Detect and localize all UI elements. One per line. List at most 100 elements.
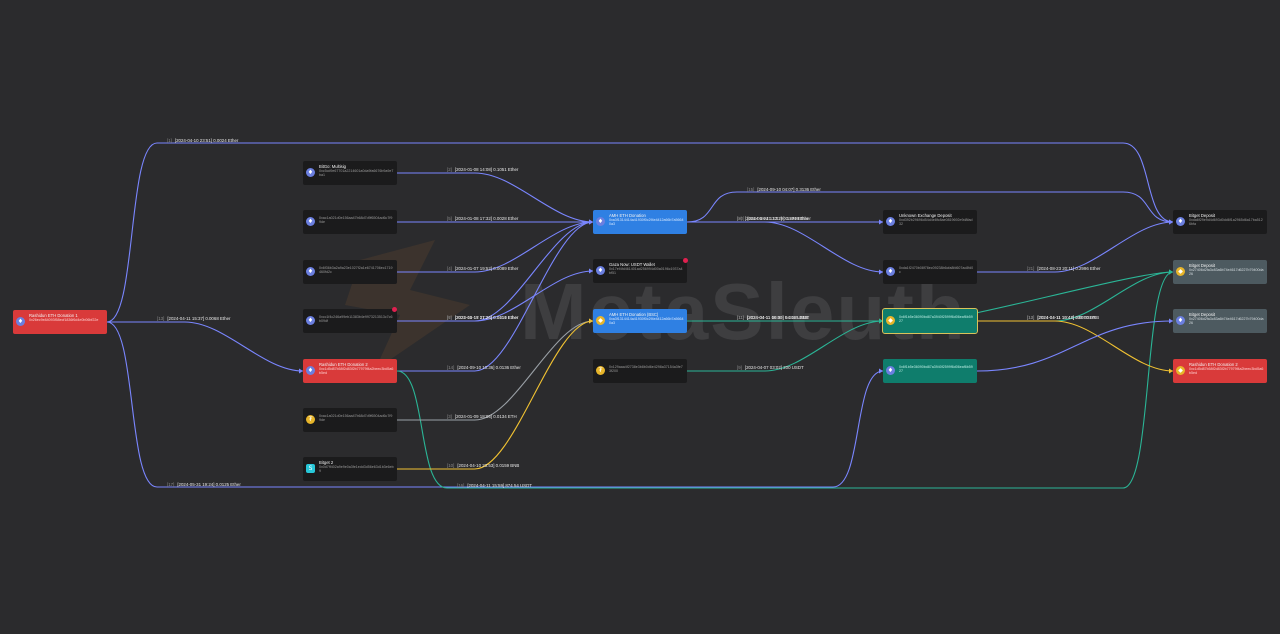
edge-label[interactable]: [10][2024-04-10 23:53] 0.0159 BNB [447, 463, 519, 468]
edge-label[interactable]: [20][2024-08-21 12:29] 0.2999 Ether [737, 216, 811, 221]
edge-label[interactable]: [2][2024-01-08 14:08] 0.1051 Ether [447, 167, 518, 172]
edge-index: [16] [457, 483, 465, 488]
transfer-edge[interactable] [977, 320, 1174, 372]
address-node[interactable]: ♦0xcc1f4c246a99eb11383b4e9973213513c7c6b… [303, 309, 397, 333]
edge-label[interactable]: [15][2024-09-10 04:07] 0.3136 Ether [747, 187, 821, 192]
node-address: 0xac1a021d0e156aa47b68d7d9f6504ad6c7f99d… [319, 216, 393, 225]
transfer-edge[interactable] [396, 271, 1174, 489]
transfer-edge[interactable] [106, 142, 1174, 323]
edge-index: [15] [747, 187, 755, 192]
edge-index: [7] [447, 315, 452, 320]
edge-arrowhead [299, 368, 303, 374]
address-node[interactable]: ♦0x6f36b3a2a9a23e1027f2a1e6741706ec17194… [303, 260, 397, 284]
edge-label[interactable]: [13][2024-04-11 15:47] 0.0070 BNB [1027, 315, 1099, 320]
edge-label[interactable]: [11][2024-04-11 06:03] 54.02 USDT [737, 315, 809, 320]
edge-label[interactable]: [21][2024-08-23 20:11] 0.2996 Ether [1027, 266, 1100, 271]
edge-label[interactable]: [4][2024-01-07 19:52] 0.0089 Ether [447, 266, 518, 271]
transfer-edge[interactable] [106, 321, 884, 488]
edge-label[interactable]: [16][2024-04-11 15:59] 874.54 USDT [457, 483, 532, 488]
edge-label[interactable]: [3][2024-01-09 18:05] 0.0134 ETH [447, 414, 517, 419]
transfer-edge[interactable] [687, 221, 884, 273]
edge-index: [1] [167, 138, 172, 143]
node-address: 0x6f1b5e36090bd87a3940f2599f6d06eaf6b592… [899, 315, 973, 324]
transfer-edge[interactable] [397, 172, 594, 223]
node-address: 0x6f1b5e36090bd87a3940f2599f6d06eaf6b592… [899, 365, 973, 374]
node-label: Unknown Exchange Deposit [899, 213, 952, 218]
edge-index: [17] [167, 482, 175, 487]
eth-icon: ♦ [16, 317, 25, 326]
edge-label[interactable]: [8][2024-01-24 13:52] 0.1574 Ether [737, 216, 808, 221]
transfer-edge[interactable] [107, 321, 304, 372]
address-node[interactable]: ₮0x129aaa4f2738e3b8b0d6e4298a37154a3fe73… [593, 359, 687, 383]
node-address: 0xda6f29e9d4d693d0dd6f1a2965d6a17ba5126b… [1189, 218, 1263, 227]
transfer-edge[interactable] [977, 221, 1174, 273]
transfer-edge[interactable] [397, 221, 594, 273]
eth-icon: ♦ [596, 217, 605, 226]
edge-arrowhead [1169, 318, 1173, 324]
node-label: AMH ETH Donation (BSC) [609, 312, 659, 317]
edge-arrowhead [879, 318, 883, 324]
edge-amount: [2024-04-11 15:59] 874.54 USDT [467, 483, 532, 488]
edge-label[interactable]: [17][2024-05-31 19:24] 0.0125 Ether [167, 482, 241, 487]
node-label: Gaza Now: USDT Wallet [609, 262, 655, 267]
edge-label[interactable]: [7][2024-01-18 17:26] 0.0414 Ether [447, 315, 518, 320]
address-node[interactable]: ♦ 0xac1a021d0e156aa47b68d7d9f6504ad6c7f99… [303, 210, 397, 234]
edge-amount: [2024-01-08 14:08] 0.1051 Ether [454, 167, 519, 172]
bnb-icon: ◆ [1176, 366, 1185, 375]
edge-amount: [2024-04-11 15:47] 0.0070 BNB [1037, 315, 1100, 320]
node-label: Bitget Deposit [1189, 213, 1216, 218]
edge-label[interactable]: [14][2024-09-10 10:36] 0.0136 Ether [447, 365, 521, 370]
node-address: 0xc5cd9e67701a2214601a0da9fa6676b9a9e7ba… [319, 169, 394, 178]
transfer-edge[interactable] [397, 320, 594, 421]
edge-label[interactable]: [13][2024-04-11 15:37] 0.0068 Ether [157, 316, 230, 321]
risk-flag-icon [683, 258, 688, 263]
transfer-edge[interactable] [687, 320, 884, 372]
address-node[interactable]: ♦0xda1f2470b08f78ec09238b6cfa8fd607ac8fd… [883, 260, 977, 284]
risk-flag-icon [392, 307, 397, 312]
node-label: Bitget Deposit [1189, 312, 1216, 317]
edge-index: [13] [157, 316, 165, 321]
bnb-icon: ◆ [886, 316, 895, 325]
edge-label[interactable]: [6][2023-10-17 21:26] 0.0319 Ether [447, 315, 518, 320]
edge-index: [12] [1027, 315, 1035, 320]
edge-amount: [2024-04-07 03:02] 200 USDT [744, 365, 804, 370]
bnb-icon: ◆ [1176, 267, 1185, 276]
transfer-edge[interactable] [686, 191, 1174, 223]
node-label: Bitget Deposit [1189, 263, 1216, 268]
transfer-edge[interactable] [397, 221, 594, 322]
transfer-edge[interactable] [397, 221, 594, 372]
transfer-edge[interactable] [397, 320, 594, 470]
address-node[interactable]: ◆ 0x6f1b5e36090bd87a3940f2599f6d06eaf6b59… [882, 308, 978, 334]
node-label: Bitget 2 [319, 460, 334, 465]
usdt-icon: ₮ [596, 366, 605, 375]
edge-label[interactable]: [11][2024-04-11 10:40] 0.0155 BNB [737, 315, 809, 320]
edge-amount: [2024-08-21 12:29] 0.2999 Ether [747, 216, 811, 221]
transfer-edge[interactable] [977, 271, 1174, 322]
edge-amount: [2024-09-10 04:07] 0.3136 Ether [757, 187, 821, 192]
edge-label[interactable]: [9][2024-04-07 03:02] 200 USDT [737, 365, 804, 370]
edge-label[interactable]: [5][2024-01-08 17:32] 0.0028 Ether [447, 216, 518, 221]
edge-label[interactable]: [12][2024-04-11 10:44] 200 USDT [1027, 315, 1096, 320]
address-node[interactable]: ♦0x6f1b5e36090bd87a3940f2599f6d06eaf6b59… [883, 359, 977, 383]
eth-icon: ♦ [306, 217, 315, 226]
transfer-edge[interactable] [976, 320, 1174, 372]
edge-arrowhead [1169, 219, 1173, 225]
address-node[interactable]: ₮0xac1a021d0e156aa47b68d7d9f6504ad6c7f99… [303, 408, 397, 432]
edge-amount: [2024-04-11 06:03] 54.02 USDT [747, 315, 810, 320]
node-address: 0xc1d5d87b58f2d83f2b77979f4a2beec3bd5a6b… [1189, 367, 1264, 376]
edge-label[interactable]: [1][2024-04-10 23:51] 0.0024 Ether [167, 138, 238, 143]
address-node[interactable]: ◆AMH ETH Donation (BSC)0xa3f1314414a4193… [593, 309, 687, 333]
node-address: 0x27406d2fa3c83a6b74e4617d6227b79400da26 [1189, 317, 1264, 326]
